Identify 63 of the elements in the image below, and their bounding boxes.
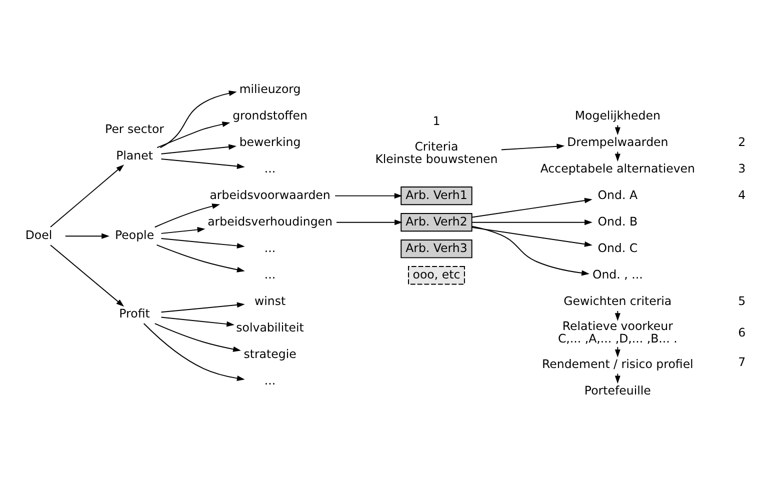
arrow (160, 238, 245, 249)
arrow (160, 90, 237, 148)
node-text: Acceptabele alternatieven (540, 161, 695, 176)
node-text: Ond. B (598, 214, 638, 228)
arrow (143, 323, 245, 381)
arrow (156, 122, 230, 148)
arrow (334, 193, 402, 199)
node-text: Ond. A (598, 188, 638, 202)
label: 6 (738, 325, 746, 340)
node-text: Doel (25, 228, 52, 242)
node-text: Ond. C (598, 240, 638, 255)
node-text: ... (264, 161, 276, 176)
arrow (472, 220, 592, 226)
node-text: arbeidsverhoudingen (208, 214, 333, 228)
label: Per sector (105, 122, 164, 136)
node-box: Arb. Verh1 (400, 186, 472, 206)
label: 2 (738, 134, 746, 149)
node-text: strategie (244, 346, 296, 361)
node-text: Rendement / risico profiel (542, 356, 694, 371)
node-text: milieuzorg (239, 82, 301, 96)
node-text: ... (264, 240, 276, 255)
arrow (614, 346, 620, 358)
arrow (472, 226, 592, 247)
node-text: Portefeuille (584, 383, 651, 398)
arrow (160, 144, 237, 154)
arrow (64, 233, 110, 239)
arrow (500, 144, 565, 150)
node-text: Criteria Kleinste bouwstenen (375, 139, 498, 166)
label: 5 (738, 294, 746, 308)
node-text: Profit (119, 306, 150, 321)
arrow (472, 198, 592, 218)
arrow (336, 220, 402, 226)
arrow (50, 244, 124, 307)
node-text: solvabiliteit (236, 320, 304, 334)
node-text: Relatieve voorkeur C,... ,A,... ,D,... ,B... . (558, 318, 678, 346)
node-text: Planet (116, 148, 153, 163)
arrow (50, 164, 124, 228)
node-text: ... (264, 267, 276, 282)
node-text: Gewichten criteria (564, 294, 672, 308)
label: 4 (738, 188, 746, 202)
arrow (160, 158, 245, 169)
label: 3 (738, 161, 746, 176)
node-text: People (114, 228, 154, 242)
node-text: Ond. , ... (592, 267, 643, 282)
node-box: Arb. Verh3 (400, 240, 472, 258)
arrow (154, 204, 220, 228)
arrow (154, 323, 241, 352)
node-text: bewerking (239, 134, 301, 149)
node-box: ooo, etc (408, 266, 465, 285)
label: 1 (432, 114, 440, 128)
arrow (472, 226, 590, 276)
node-box: Arb. Verh2 (400, 213, 472, 232)
arrow (160, 316, 234, 327)
node-text: Mogelijkheden (574, 108, 660, 122)
node-text: arbeidsvoorwaarden (210, 188, 330, 202)
arrow (160, 302, 245, 313)
node-text: winst (254, 294, 286, 308)
label: 7 (738, 354, 746, 369)
arrow (156, 244, 245, 272)
node-text: grondstoffen (232, 108, 308, 122)
node-text: Drempelwaarden (567, 134, 668, 149)
arrow (160, 226, 206, 234)
node-text: ... (264, 373, 276, 388)
